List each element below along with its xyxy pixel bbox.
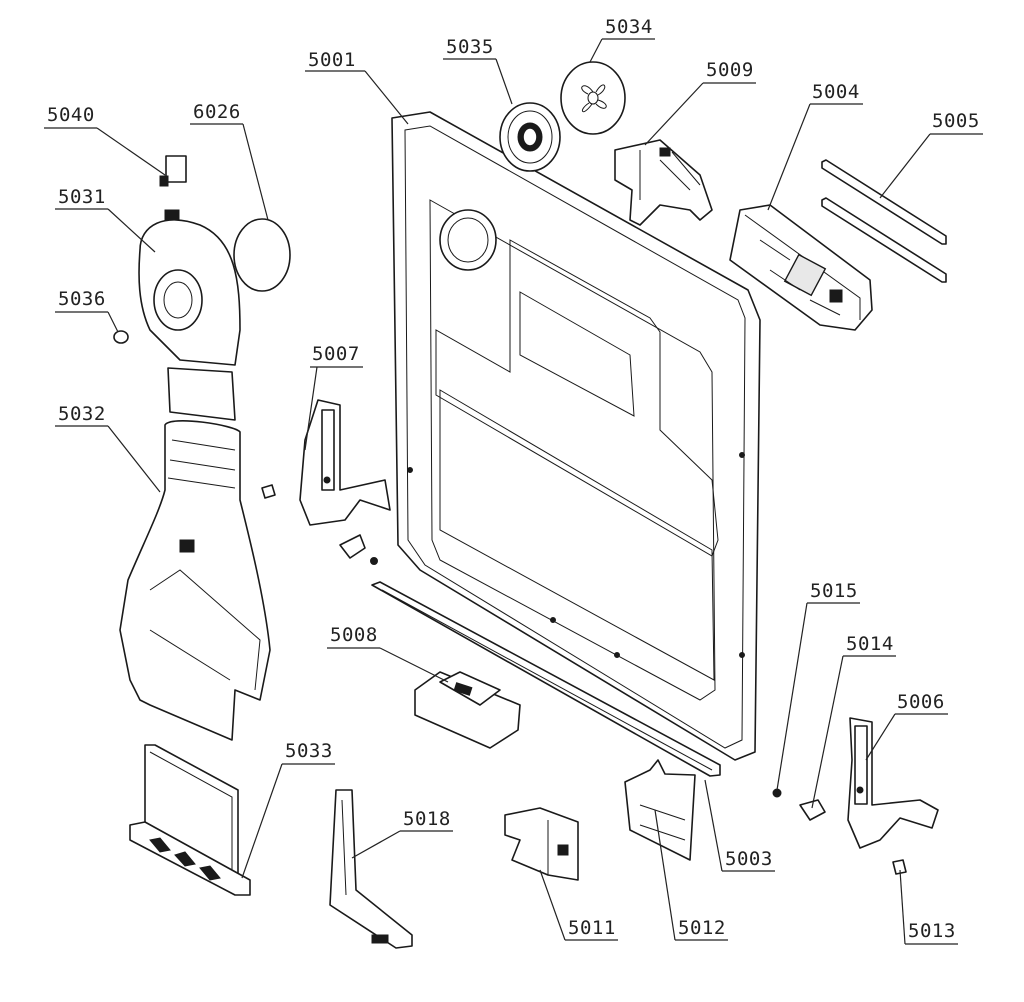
trim-strips: [821, 159, 947, 283]
label-5035: 5035: [446, 36, 494, 58]
label-5005: 5005: [932, 110, 980, 132]
label-6026: 6026: [193, 101, 241, 123]
clip-bracket: [504, 807, 579, 881]
label-5018: 5018: [403, 808, 451, 830]
callout-5018: 5018: [351, 808, 453, 859]
label-card: [624, 759, 696, 861]
screw-right: [892, 859, 907, 875]
callout-5011: 5011: [539, 869, 618, 941]
label-5032: 5032: [58, 403, 106, 425]
label-5036: 5036: [58, 288, 106, 310]
gasket-ring: [233, 218, 291, 292]
callout-5005: 5005: [879, 110, 983, 199]
callout-5009: 5009: [644, 59, 756, 146]
label-5031: 5031: [58, 186, 106, 208]
callout-6026: 6026: [190, 101, 269, 221]
latch-right: [799, 799, 826, 821]
label-5003: 5003: [725, 848, 773, 870]
label-5033: 5033: [285, 740, 333, 762]
label-5034: 5034: [605, 16, 653, 38]
center-bracket: [414, 671, 521, 749]
label-5004: 5004: [812, 81, 860, 103]
callout-5034: 5034: [589, 16, 655, 63]
callout-5033: 5033: [241, 740, 335, 879]
air-duct: [119, 367, 271, 741]
label-5015: 5015: [810, 580, 858, 602]
callout-5035: 5035: [443, 36, 513, 105]
fan-housing: [138, 209, 241, 366]
label-5013: 5013: [908, 920, 956, 942]
callout-5004: 5004: [767, 81, 863, 211]
hinge-right: [847, 717, 939, 849]
callout-5003: 5003: [704, 779, 775, 872]
callout-5007: 5007: [304, 343, 363, 451]
callout-5012: 5012: [654, 809, 728, 941]
label-5011: 5011: [568, 917, 616, 939]
label-5007: 5007: [312, 343, 360, 365]
door-lock-part: [614, 139, 713, 226]
callout-5001: 5001: [305, 49, 409, 125]
callout-5006: 5006: [865, 691, 948, 761]
callout-5032: 5032: [55, 403, 161, 493]
label-5012: 5012: [678, 917, 726, 939]
door-bottom-strip: [371, 581, 721, 777]
vertical-bracket: [329, 789, 413, 949]
callout-5013: 5013: [899, 869, 958, 945]
callout-5008: 5008: [327, 624, 449, 683]
vent-ring: [499, 102, 561, 172]
ball-5015: [772, 788, 782, 798]
door-inner-panel: [391, 111, 761, 761]
latch-left: [339, 534, 366, 559]
hinge-left: [299, 399, 391, 526]
label-5006: 5006: [897, 691, 945, 713]
control-module: [729, 204, 873, 331]
label-5009: 5009: [706, 59, 754, 81]
label-5008: 5008: [330, 624, 378, 646]
callout-5015: 5015: [776, 580, 860, 791]
label-5001: 5001: [308, 49, 356, 71]
nut-part: [113, 330, 129, 344]
label-5040: 5040: [47, 104, 95, 126]
small-switch: [159, 155, 187, 187]
screw-left: [261, 484, 276, 499]
fan-cover-disc: [560, 61, 626, 135]
filter-frame: [129, 744, 251, 896]
small-ball: [370, 557, 378, 565]
callout-5040: 5040: [44, 104, 166, 176]
callout-5031: 5031: [55, 186, 156, 253]
callout-5036: 5036: [55, 288, 119, 333]
callout-5014: 5014: [811, 633, 896, 809]
label-5014: 5014: [846, 633, 894, 655]
